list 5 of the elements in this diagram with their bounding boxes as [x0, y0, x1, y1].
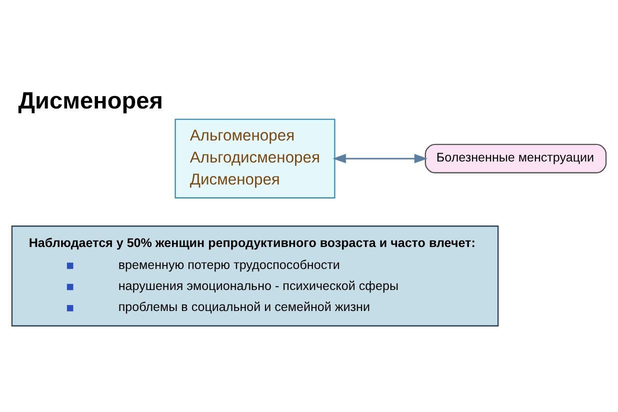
- node-box: Болезненные менструации: [424, 143, 607, 173]
- node-box: Альгоменорея Альгодисменорея Дисменорея: [174, 118, 336, 198]
- diagram-title: Дисменорея: [18, 86, 163, 113]
- node-box: Наблюдается у 50% женщин репродуктивного возраста и часто влечет: временную потерю трудоспособности нарушения эмоционально - психической сферы проблемы в социальной и семейной жизни: [11, 225, 499, 326]
- arrow: [332, 153, 428, 163]
